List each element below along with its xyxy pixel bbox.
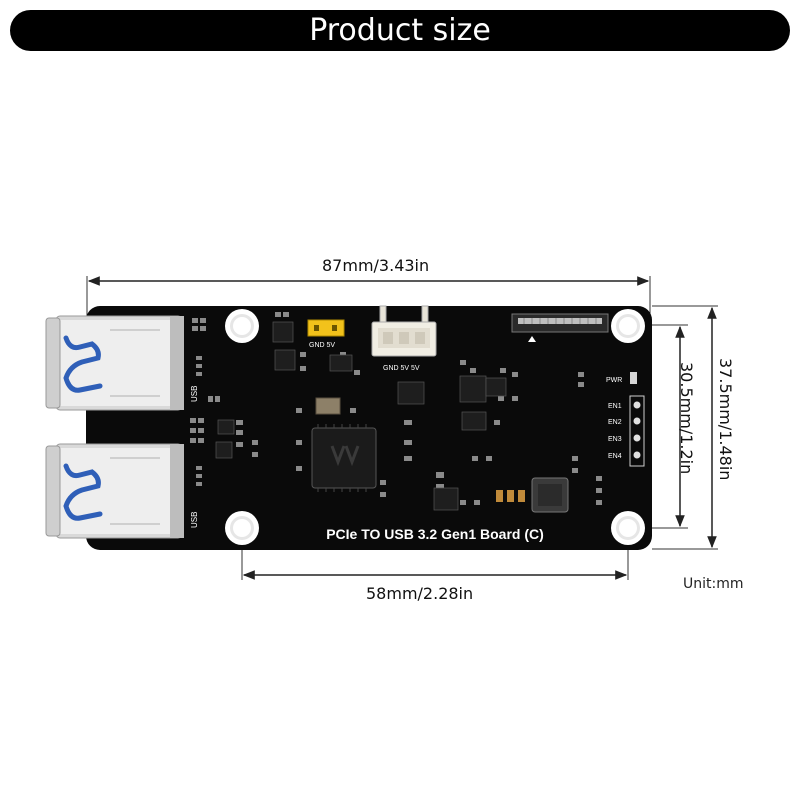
fpc-connector <box>511 313 609 342</box>
crystal-oscillator <box>315 397 341 415</box>
small-ics <box>215 321 507 511</box>
en3-label: EN3 <box>608 436 622 443</box>
dimension-label-hole-width: 58mm/2.28in <box>366 584 474 603</box>
connector-label: GND 5V 5V <box>383 365 420 372</box>
jumper-label: GND 5V <box>309 342 335 349</box>
dimension-label-hole-height: 30.5mm/1.2in <box>677 362 696 475</box>
pwr-led <box>630 372 637 384</box>
mounting-hole-tr <box>611 309 645 343</box>
pwr-label: PWR <box>606 377 622 384</box>
pcb-board: USB USB <box>45 305 652 550</box>
en4-label: EN4 <box>608 453 622 460</box>
usb-label-1: USB <box>190 386 199 402</box>
dimension-width-total <box>86 276 651 318</box>
usb-port-2 <box>45 443 184 539</box>
mounting-hole-tl <box>225 309 259 343</box>
dimension-height-total <box>652 305 718 550</box>
dimension-label-width-total: 87mm/3.43in <box>322 256 430 275</box>
mounting-hole-br <box>611 511 645 545</box>
power-connector <box>371 305 437 357</box>
en2-label: EN2 <box>608 419 622 426</box>
en1-label: EN1 <box>608 403 622 410</box>
main-controller-chip <box>311 424 377 492</box>
en-pin-header <box>629 395 645 467</box>
smd-components <box>190 312 602 505</box>
dimension-label-height-total: 37.5mm/1.48in <box>716 358 735 481</box>
unit-note: Unit:mm <box>683 576 744 592</box>
power-inductor <box>531 477 569 513</box>
mounting-hole-bl <box>225 511 259 545</box>
usb-port-1 <box>45 315 184 411</box>
header-title: Product size <box>309 13 491 48</box>
board-name: PCIe TO USB 3.2 Gen1 Board (C) <box>326 526 544 542</box>
tantalum-caps <box>496 490 525 502</box>
usb-label-2: USB <box>190 512 199 528</box>
header-banner: Product size <box>10 10 790 51</box>
jumper-header <box>307 319 345 337</box>
